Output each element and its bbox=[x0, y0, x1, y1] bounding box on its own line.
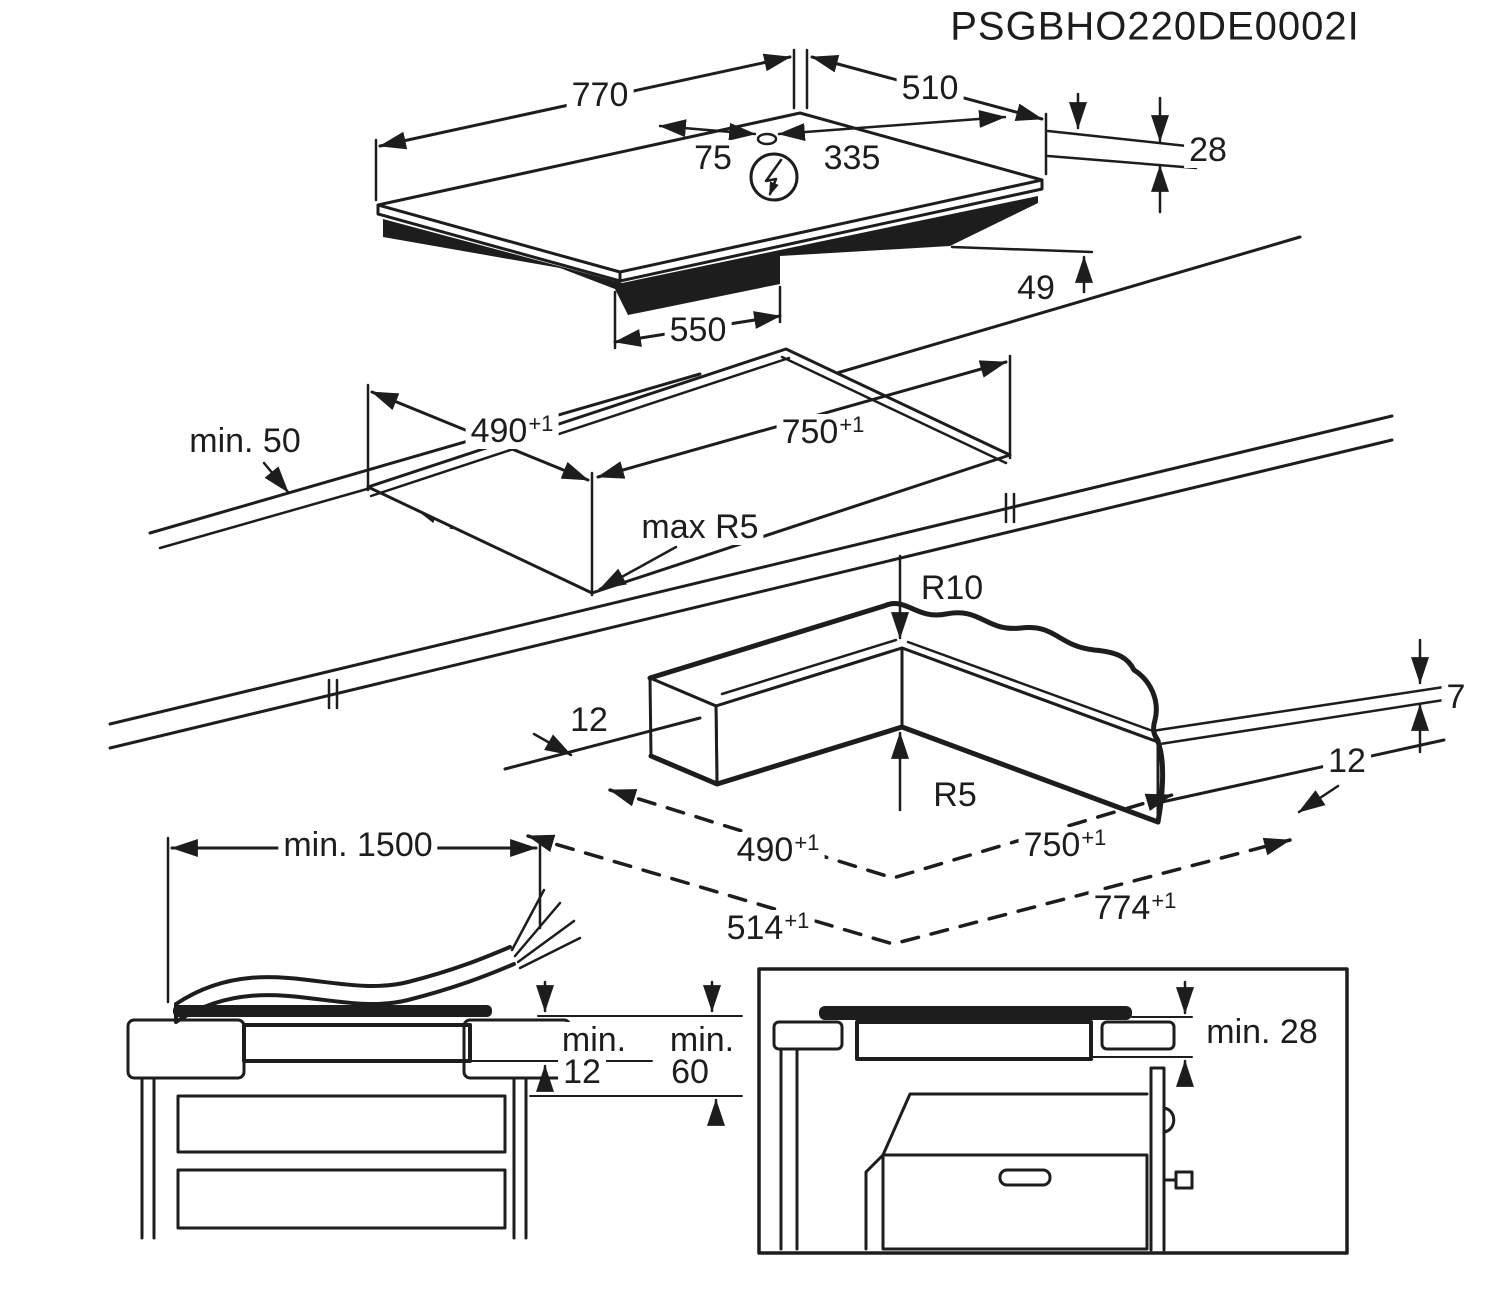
hob-box bbox=[242, 1023, 472, 1063]
cabinet-legs bbox=[140, 1076, 528, 1240]
block-bottom-edge-thick bbox=[648, 724, 1161, 825]
ext-line bbox=[805, 48, 1048, 176]
dashed-dim-cutout bbox=[608, 788, 1174, 880]
worktop-cutout-view bbox=[108, 347, 1394, 750]
dim-label-drawer-value-right: 60 bbox=[666, 1054, 714, 1090]
dim-label-hob-width: 770 bbox=[566, 77, 634, 113]
dim-label-drawer-min-left: min. bbox=[556, 1022, 632, 1058]
cabinet-cross-section bbox=[126, 980, 743, 1240]
ext-line bbox=[950, 245, 1094, 254]
arrow-12-right bbox=[1297, 784, 1340, 814]
oven-hinge-bump bbox=[1162, 1106, 1176, 1134]
dashed-dim-outer bbox=[526, 834, 1292, 946]
dim-label-oven-clearance: min. 28 bbox=[1201, 1014, 1323, 1050]
block-ledge-lines bbox=[720, 638, 1152, 732]
cabinet-wall-left bbox=[779, 1047, 799, 1251]
dim-tolerance: +1 bbox=[1081, 825, 1107, 850]
oven-side-panel bbox=[1149, 1066, 1166, 1252]
worktop-edge-right-segment bbox=[1160, 738, 1446, 804]
dim-label-edge-offset-right: 12 bbox=[1323, 743, 1371, 779]
ext-line bbox=[1046, 129, 1198, 170]
worktop-right bbox=[462, 1018, 572, 1080]
dim-label-outer-width: 774+1 bbox=[1088, 888, 1182, 927]
oven-top bbox=[864, 1092, 1149, 1251]
dim-value: 750 bbox=[1023, 826, 1081, 864]
dim-label-depth-below: 49 bbox=[1012, 270, 1060, 306]
cable-gland bbox=[756, 132, 778, 146]
ext-line bbox=[366, 354, 1012, 597]
dim-label-cable-length: min. 1500 bbox=[278, 827, 438, 863]
hob-glass-edge bbox=[376, 178, 1044, 283]
oven-cross-section bbox=[757, 967, 1349, 1255]
dim-label-detail-cutout-depth: 490+1 bbox=[731, 830, 825, 869]
dim-label-cable-gland-offset: 75 bbox=[689, 140, 737, 176]
dim-label-corner-radius: max R5 bbox=[636, 509, 764, 545]
dim-line-75 bbox=[658, 119, 757, 141]
dim-value: 490 bbox=[470, 412, 528, 450]
cable-drawing bbox=[166, 836, 582, 1024]
oven-knob bbox=[1162, 1170, 1194, 1190]
dim-value: 490 bbox=[736, 831, 794, 869]
dim-label-thickness-above: 28 bbox=[1184, 132, 1232, 168]
icon-circle bbox=[749, 152, 799, 202]
oven-front bbox=[881, 1153, 1149, 1251]
dim-label-rear-clearance: min. 50 bbox=[184, 423, 306, 459]
dim-label-edge-offset-left: 12 bbox=[565, 702, 613, 738]
worktop-back-edge-inner bbox=[158, 485, 376, 550]
hob-isometric-view bbox=[374, 48, 1302, 380]
power-connection-icon bbox=[749, 152, 799, 202]
cable-wire-ends bbox=[510, 888, 582, 970]
worktop-left bbox=[772, 1020, 844, 1051]
drawer-bottom bbox=[176, 1168, 507, 1230]
dim-label-top-edge-radius: R10 bbox=[915, 570, 989, 606]
arrow-12-left bbox=[532, 732, 573, 757]
min50-leader-arrow bbox=[262, 461, 290, 494]
block-broken-edge-wavy bbox=[881, 601, 1166, 825]
dim-label-bottom-corner-radius: R5 bbox=[928, 777, 982, 813]
dim-tolerance: +1 bbox=[528, 411, 554, 436]
hob-glass-bar bbox=[173, 1005, 492, 1017]
dim-label-cutout-width: 750+1 bbox=[776, 412, 870, 451]
parallel-ticks bbox=[327, 492, 1016, 710]
dim-label-cable-center-offset: 335 bbox=[818, 140, 886, 176]
oven-handle bbox=[998, 1168, 1052, 1187]
dim-value: 774 bbox=[1093, 889, 1151, 927]
dim-label-outer-depth: 514+1 bbox=[721, 908, 815, 947]
drawing-code: PSGBHO220DE0002I bbox=[950, 4, 1360, 49]
ledge-7-ext-lines bbox=[1150, 685, 1446, 746]
dim-label-drawer-value-left: 12 bbox=[558, 1054, 606, 1090]
max-r5-leader-arrow bbox=[598, 545, 678, 591]
dim-label-cutout-depth: 490+1 bbox=[465, 411, 559, 450]
dim-tolerance: +1 bbox=[794, 830, 820, 855]
block-back-edge-thick bbox=[647, 603, 887, 681]
dim-value: 750 bbox=[781, 413, 839, 451]
ext-line bbox=[374, 48, 796, 202]
ext-line bbox=[166, 836, 542, 1004]
dim-label-detail-cutout-width: 750+1 bbox=[1018, 825, 1112, 864]
ref-lines bbox=[1090, 1016, 1193, 1058]
hob-body bbox=[383, 196, 1038, 315]
worktop-left bbox=[126, 1018, 246, 1080]
dim-line-335 bbox=[777, 109, 1007, 142]
worktop-right bbox=[1100, 1020, 1176, 1051]
worktop-front-edge bbox=[108, 414, 1394, 726]
dim-label-hob-depth: 510 bbox=[896, 70, 964, 106]
dim-label-drawer-min-right: min. bbox=[664, 1022, 740, 1058]
frame-box bbox=[757, 967, 1349, 1255]
dim-tolerance: +1 bbox=[784, 908, 810, 933]
dim-value: 514 bbox=[726, 909, 784, 947]
hob-box bbox=[855, 1020, 1093, 1061]
hob-glass-bar bbox=[819, 1006, 1132, 1020]
worktop-front-edge-inner bbox=[108, 438, 1394, 750]
dim-tolerance: +1 bbox=[839, 412, 865, 437]
worktop-edge-left-segment bbox=[503, 716, 702, 771]
corner-detail-view bbox=[503, 554, 1446, 946]
drawer-top bbox=[176, 1094, 507, 1154]
dim-label-bottom-box-width: 550 bbox=[664, 312, 732, 348]
lightning-bolt bbox=[764, 158, 783, 197]
dim-tolerance: +1 bbox=[1151, 888, 1177, 913]
worktop-reference-line bbox=[818, 235, 1302, 380]
dim-label-ledge-thickness: 7 bbox=[1441, 679, 1471, 715]
